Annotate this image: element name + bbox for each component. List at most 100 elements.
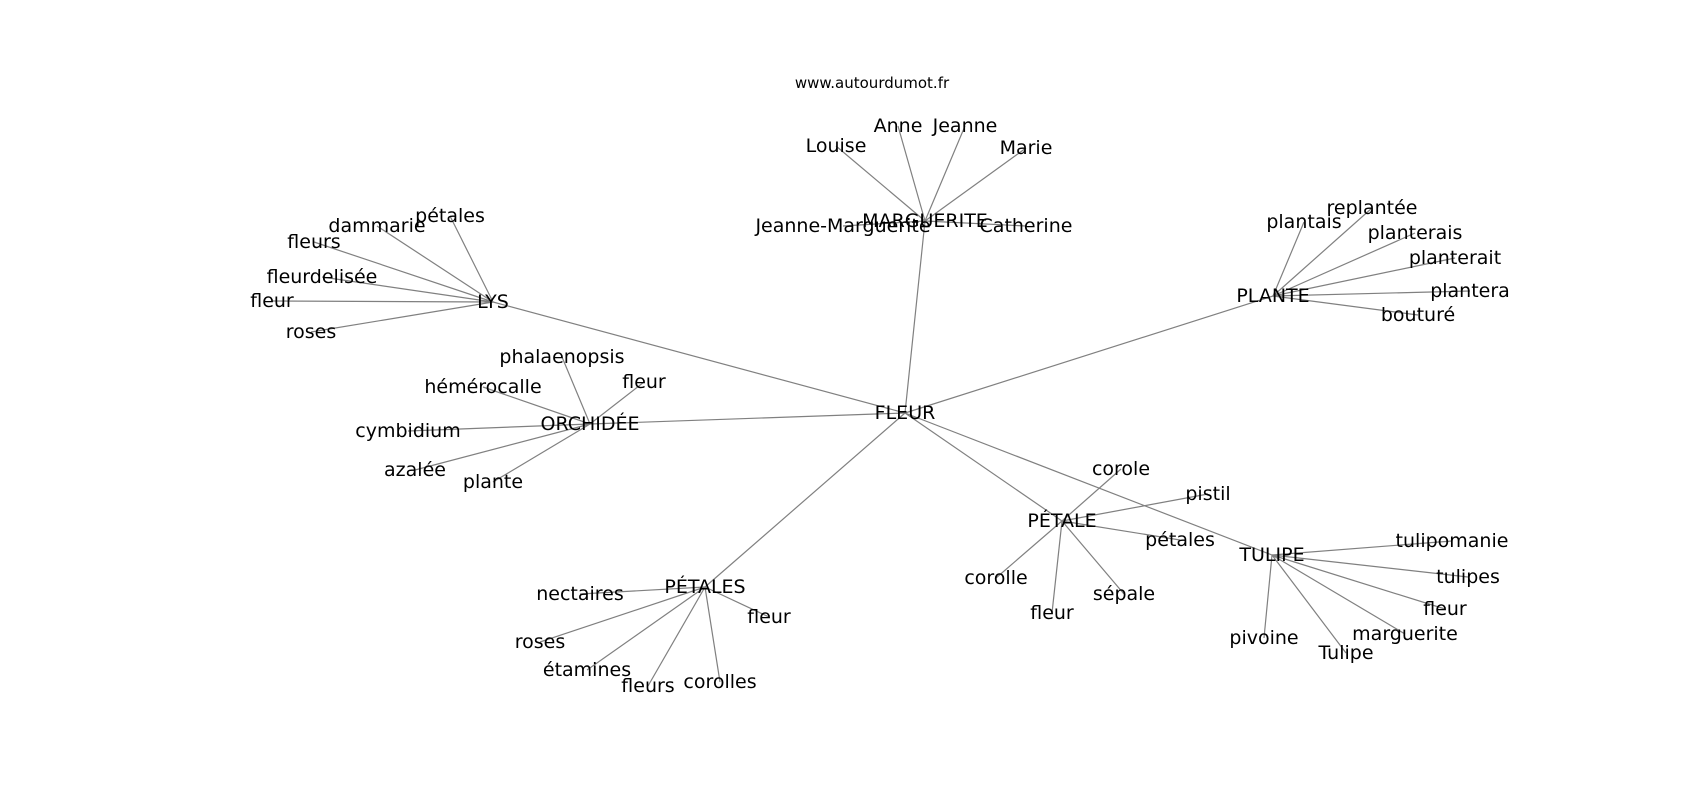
node-leaf-petales-fleurs[interactable]: fleurs <box>621 675 674 697</box>
edge-root-orchidee <box>589 412 906 425</box>
edge-tulipe-fleur <box>1271 554 1446 610</box>
node-hub-tulipe[interactable]: TULIPE <box>1238 544 1304 566</box>
node-leaf-petales-etamines[interactable]: étamines <box>543 659 631 681</box>
edge-petale-corole <box>1061 468 1122 522</box>
edge-marguerite-jeanne-marguerite <box>842 220 926 227</box>
edge-marguerite-louise <box>835 145 926 222</box>
node-leaf-tulipe-pivoine[interactable]: pivoine <box>1229 627 1298 649</box>
node-leaf-orchidee-cymbidium[interactable]: cymbidium <box>355 420 460 442</box>
node-leaf-plante-plantera[interactable]: plantera <box>1430 280 1510 302</box>
node-leaf-marguerite-jeanne-marguerite[interactable]: Jeanne-Marguerite <box>754 215 930 237</box>
edge-petales-corolles <box>704 586 721 683</box>
node-leaf-orchidee-hemerocalle[interactable]: hémérocalle <box>424 376 541 398</box>
node-leaf-orchidee-fleur[interactable]: fleur <box>622 371 666 393</box>
edge-petale-sepale <box>1061 520 1125 595</box>
node-leaf-tulipe-marguerite[interactable]: marguerite <box>1352 623 1458 645</box>
edge-lys-petales <box>449 215 494 303</box>
node-leaf-tulipe-fleur[interactable]: fleur <box>1423 598 1467 620</box>
node-leaf-marguerite-marie[interactable]: Marie <box>1000 137 1053 159</box>
edge-tulipe-tulipe <box>1271 554 1347 654</box>
edge-tulipe-tulipes <box>1271 554 1469 578</box>
edge-petales-fleurs <box>647 586 706 687</box>
edge-petale-fleur <box>1051 520 1063 614</box>
edge-petales-fleur <box>704 586 770 618</box>
edge-root-lys <box>492 301 906 414</box>
edge-orchidee-hemerocalle <box>482 386 591 425</box>
node-leaf-lys-dammarie[interactable]: dammarie <box>328 215 425 237</box>
node-leaf-petales-roses[interactable]: roses <box>515 631 566 653</box>
node-leaf-lys-roses[interactable]: roses <box>286 321 337 343</box>
node-leaf-tulipe-tulipomanie[interactable]: tulipomanie <box>1396 530 1509 552</box>
node-leaf-orchidee-plante[interactable]: plante <box>463 471 523 493</box>
node-leaf-marguerite-anne[interactable]: Anne <box>874 115 923 137</box>
edge-root-tulipe <box>904 412 1273 556</box>
node-leaf-plante-planterait[interactable]: planterait <box>1409 247 1501 269</box>
node-hub-plante[interactable]: PLANTE <box>1236 285 1309 307</box>
edge-plante-plantais <box>1272 221 1305 297</box>
edge-orchidee-fleur <box>589 381 645 425</box>
edge-plante-replantee <box>1272 207 1373 297</box>
node-hub-lys[interactable]: LYS <box>477 291 509 313</box>
node-leaf-lys-fleurs[interactable]: fleurs <box>287 231 340 253</box>
edge-plante-plantera <box>1272 290 1471 297</box>
edge-plante-planterais <box>1272 232 1416 297</box>
node-leaf-orchidee-azalee[interactable]: azalée <box>384 459 446 481</box>
edge-root-petale <box>904 412 1063 522</box>
edge-lys-dammarie <box>376 225 494 303</box>
node-hub-petales[interactable]: PÉTALES <box>664 575 745 598</box>
node-leaf-plante-plantais[interactable]: plantais <box>1266 211 1341 233</box>
node-leaf-petales-corolles[interactable]: corolles <box>683 671 756 693</box>
node-root-fleur[interactable]: FLEUR <box>875 402 936 424</box>
site-url[interactable]: www.autourdumot.fr <box>795 74 950 92</box>
edge-root-petales <box>704 412 906 588</box>
node-leaf-plante-planterais[interactable]: planterais <box>1368 222 1463 244</box>
edge-marguerite-marie <box>924 147 1027 222</box>
node-leaf-marguerite-catherine[interactable]: Catherine <box>980 215 1073 237</box>
edge-root-plante <box>904 295 1274 414</box>
edges-layer <box>271 125 1471 687</box>
node-hub-orchidee[interactable]: ORCHIDÉE <box>540 412 639 435</box>
node-leaf-orchidee-phalaenopsis[interactable]: phalaenopsis <box>499 346 624 368</box>
node-leaf-petales-nectaires[interactable]: nectaires <box>536 583 624 605</box>
node-hub-marguerite[interactable]: MARGUERITE <box>862 210 988 232</box>
edge-orchidee-azalee <box>414 423 591 471</box>
edge-tulipe-marguerite <box>1271 554 1406 635</box>
node-leaf-lys-petales[interactable]: pétales <box>415 205 485 227</box>
edge-orchidee-plante <box>492 423 591 483</box>
node-leaf-lys-fleurdelisee[interactable]: fleurdelisée <box>267 266 378 288</box>
node-leaf-lys-fleur[interactable]: fleur <box>250 290 294 312</box>
edge-lys-fleurdelisee <box>321 276 494 303</box>
node-leaf-petale-corole[interactable]: corole <box>1092 458 1150 480</box>
edge-tulipe-pivoine <box>1263 554 1273 639</box>
edge-marguerite-jeanne <box>924 125 966 222</box>
labels-layer: www.autourdumot.fr FLEUR MARGUERITE Louise… <box>250 74 1510 697</box>
node-leaf-plante-replantee[interactable]: replantée <box>1327 197 1418 219</box>
edge-petales-nectaires <box>579 586 706 595</box>
node-leaf-tulipe-tulipes[interactable]: tulipes <box>1436 566 1500 588</box>
node-hub-petale[interactable]: PÉTALE <box>1027 509 1096 532</box>
edge-petale-pistil <box>1061 493 1209 522</box>
node-leaf-marguerite-louise[interactable]: Louise <box>806 135 867 157</box>
edge-lys-fleurs <box>313 241 494 303</box>
edge-plante-bouture <box>1272 295 1419 316</box>
node-leaf-petale-pistil[interactable]: pistil <box>1185 483 1230 505</box>
edge-tulipe-tulipomanie <box>1271 540 1453 556</box>
node-leaf-plante-bouture[interactable]: bouturé <box>1381 304 1455 326</box>
node-leaf-petale-fleur[interactable]: fleur <box>1030 602 1074 624</box>
edge-marguerite-catherine <box>924 220 1027 227</box>
edge-petale-corolle <box>995 520 1063 579</box>
edge-orchidee-phalaenopsis <box>561 356 591 425</box>
edge-root-marguerite <box>904 220 926 414</box>
edge-lys-fleur <box>271 300 494 303</box>
edge-marguerite-anne <box>897 125 926 222</box>
node-leaf-petales-fleur[interactable]: fleur <box>747 606 791 628</box>
node-leaf-petale-sepale[interactable]: sépale <box>1093 583 1155 605</box>
node-leaf-marguerite-jeanne[interactable]: Jeanne <box>932 115 998 137</box>
edge-plante-planterait <box>1272 257 1456 297</box>
edge-lys-roses <box>310 301 494 333</box>
node-leaf-tulipe-tulipe[interactable]: Tulipe <box>1317 642 1373 664</box>
node-leaf-petale-corolle[interactable]: corolle <box>964 567 1027 589</box>
node-leaf-petale-petales[interactable]: pétales <box>1145 529 1215 551</box>
edge-petales-roses <box>539 586 706 643</box>
